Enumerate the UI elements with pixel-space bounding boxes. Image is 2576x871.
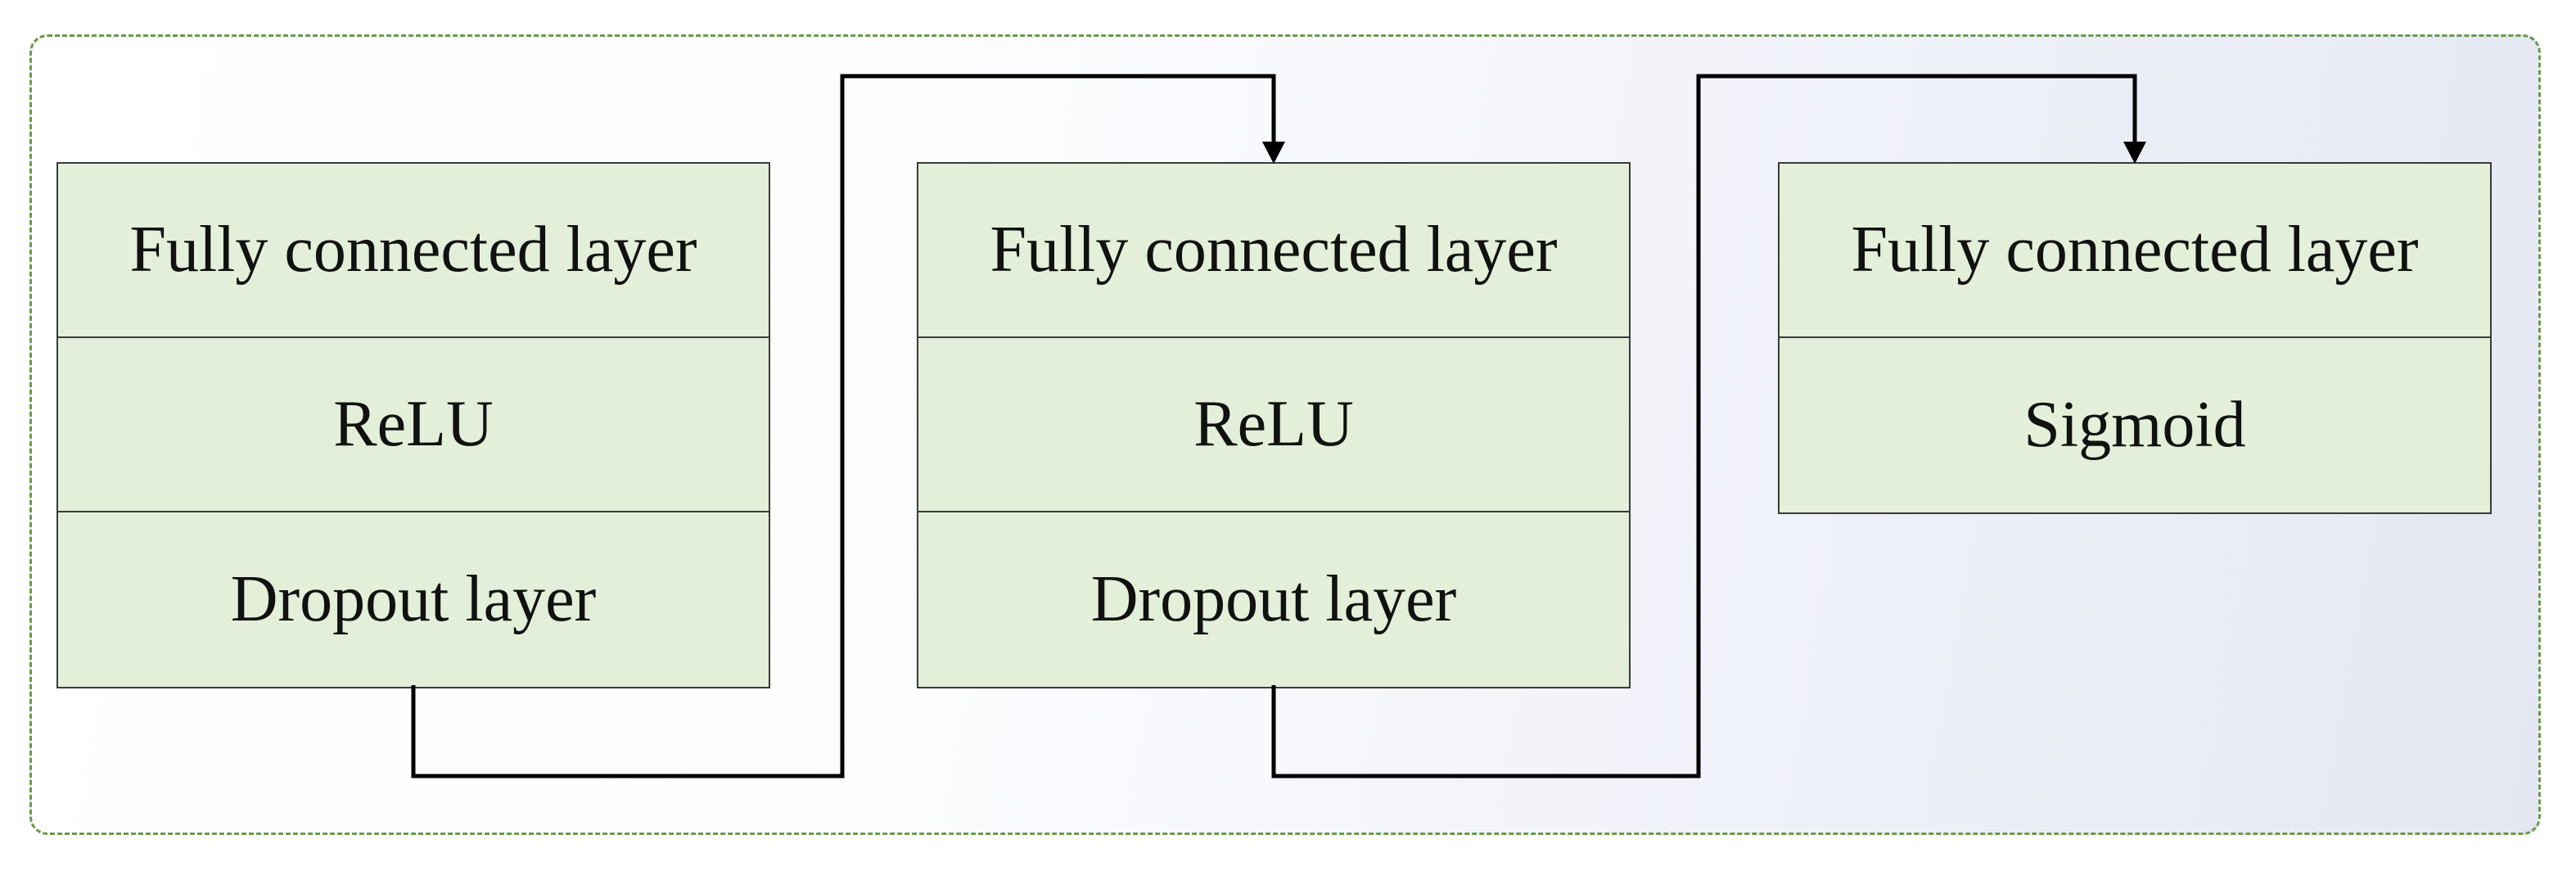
layer-block-1: Fully connected layer ReLU Dropout layer	[56, 162, 770, 688]
relu-layer-1: ReLU	[58, 338, 769, 512]
sigmoid-layer: Sigmoid	[2023, 389, 2246, 461]
dropout-layer-1: Dropout layer	[230, 563, 597, 635]
relu-layer-2: ReLU	[918, 338, 1629, 512]
fully-connected-layer-3: Fully connected layer	[1780, 164, 2490, 338]
fully-connected-layer-2: Fully connected layer	[918, 164, 1629, 338]
layer-block-2: Fully connected layer ReLU Dropout layer	[917, 162, 1631, 688]
dropout-layer-2: Dropout layer	[1090, 563, 1457, 635]
fully-connected-layer-1: Fully connected layer	[58, 164, 769, 338]
layer-block-3: Fully connected layer Sigmoid	[1778, 162, 2492, 514]
